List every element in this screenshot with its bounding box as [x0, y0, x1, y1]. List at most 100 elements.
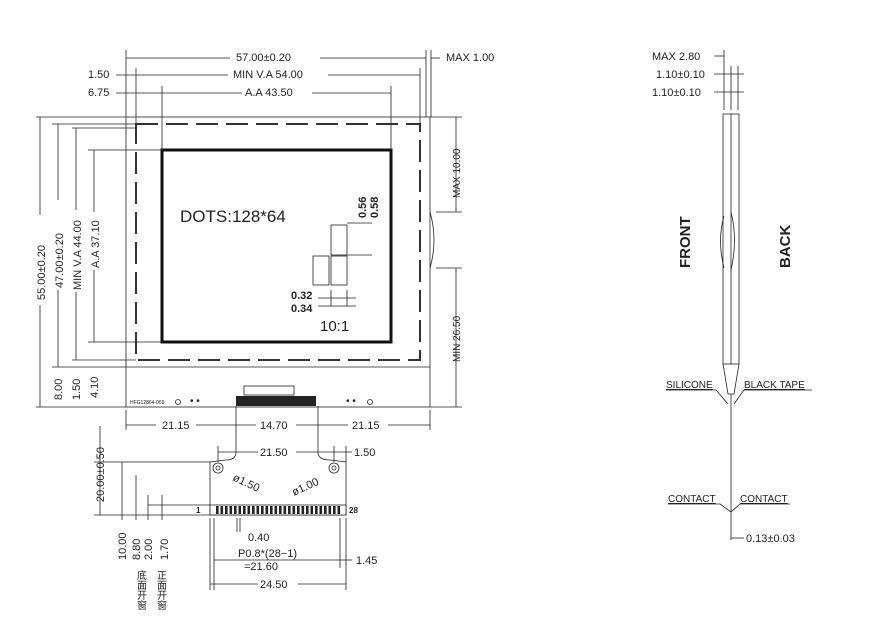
fpc-pin — [301, 506, 305, 514]
side-thickness: 0.13±0.03 — [746, 533, 795, 545]
fpc-pitch-formula: P0.8*(28−1) — [238, 548, 297, 560]
pixel-h1: 0.32 — [291, 290, 312, 302]
pin-first: 1 — [196, 506, 201, 515]
fpc-total-width: 24.50 — [260, 579, 288, 591]
fpc-note-back: 底面开窗 — [135, 569, 147, 611]
active-area — [160, 148, 393, 344]
fpc-pin — [333, 506, 336, 514]
fpc-h17: 1.70 — [159, 539, 171, 560]
dim-panel-height: 47.00±0.20 — [54, 233, 66, 288]
fpc-pin — [238, 506, 242, 514]
fpc-pin — [256, 506, 260, 514]
dim-bottom-15: 1.50 — [71, 379, 83, 400]
fpc-h10: 10.00 — [117, 532, 129, 560]
fpc-hole-2: ø1.00 — [290, 476, 321, 499]
contact-right-label: CONTACT — [740, 494, 788, 505]
dim-max-10: MAX 10.00 — [452, 148, 463, 198]
pixel-col-top — [330, 224, 348, 256]
side-t1: 1.10±0.10 — [656, 69, 705, 81]
fpc-pin — [265, 506, 269, 514]
fpc-pin — [220, 506, 224, 514]
contact-left-label: CONTACT — [668, 494, 716, 505]
pin-last: 28 — [349, 506, 358, 515]
fpc-pin — [315, 506, 318, 514]
pixel-w2: 0.58 — [369, 197, 381, 218]
fpc-hole-right — [328, 462, 340, 474]
pixel-left — [312, 255, 330, 286]
part-label: HFG12864-069 — [130, 400, 165, 406]
dim-active-area: A.A 43.50 — [245, 87, 293, 99]
dim-bottom-mid: 14.70 — [260, 420, 288, 432]
fpc-pitch-total: =21.60 — [244, 561, 278, 573]
fpc-hole-left — [212, 462, 224, 474]
mark-right — [367, 399, 373, 405]
fpc-pin-width: 0.40 — [248, 532, 269, 544]
fpc-pin — [229, 506, 233, 514]
fpc-pin — [319, 506, 323, 514]
fpc-pin — [328, 506, 332, 514]
fpc-pin — [292, 506, 296, 514]
fpc-pin — [225, 506, 228, 514]
fpc-pin — [270, 506, 273, 514]
fpc-pin — [234, 506, 237, 514]
dim-bottom-41: 4.10 — [89, 377, 101, 398]
side-t2: 1.10±0.10 — [652, 87, 701, 99]
fpc-tail: 1 28 21.50 1.50 ø1.50 ø1.00 0.40 P0.8*(2… — [94, 406, 377, 611]
fpc-pin — [216, 506, 219, 514]
fpc-pin — [274, 506, 278, 514]
fpc-pin-row — [216, 506, 341, 514]
dim-left-min-va: MIN V.A 44.00 — [72, 220, 84, 290]
fpc-hole-1: ø1.50 — [231, 472, 262, 495]
dim-max-thickness: MAX 1.00 — [446, 52, 494, 64]
front-view: HFG12864-069 • • • • DOTS:128*64 0.56 0.… — [32, 50, 494, 432]
fpc-note-front: 正面开窗 — [155, 570, 167, 611]
side-back-label: BACK — [777, 225, 794, 268]
dim-va-offset: 1.50 — [88, 69, 109, 81]
svg-text:• •: • • — [346, 396, 356, 407]
fpc-pin — [283, 506, 287, 514]
dim-height: 55.00±0.20 — [36, 245, 48, 300]
fpc-top-right: 1.50 — [354, 447, 375, 459]
silicone-label: SILICONE — [666, 380, 713, 391]
fpc-pin — [279, 506, 282, 514]
fpc-pin — [337, 506, 341, 514]
scale-label: 10:1 — [320, 318, 349, 335]
fpc-pin — [252, 506, 255, 514]
viewing-area — [135, 123, 421, 361]
edge-bump — [429, 211, 435, 269]
fpc-right-offset: 1.45 — [356, 555, 377, 567]
fpc-h20: 2.00 — [143, 539, 155, 560]
module-outline — [125, 116, 431, 408]
fpc-pin — [261, 506, 264, 514]
dim-overall-width: 57.00±0.20 — [236, 52, 291, 64]
dim-min-265: MIN 26.50 — [452, 315, 463, 362]
fpc-top-width: 21.50 — [260, 447, 288, 459]
dim-min-va: MIN V.A 54.00 — [233, 69, 303, 81]
fpc-pin — [324, 506, 327, 514]
fpc-pin — [247, 506, 251, 514]
fpc-pin — [243, 506, 246, 514]
side-max-280: MAX 2.80 — [652, 51, 700, 63]
dim-bottom-8: 8.00 — [53, 379, 65, 400]
pixel-w1: 0.56 — [357, 197, 369, 218]
side-view: MAX 2.80 1.10±0.10 1.10±0.10 FRONT BACK … — [652, 50, 812, 545]
mark-left — [175, 399, 181, 405]
dim-bottom-right: 21.15 — [352, 420, 380, 432]
black-tape-label: BLACK TAPE — [744, 380, 805, 391]
svg-text:• •: • • — [190, 396, 200, 407]
fpc-left-height: 20.00±0.50 — [95, 447, 107, 502]
fpc-contact-row — [236, 396, 316, 406]
fpc-h88: 8.80 — [131, 539, 143, 560]
side-front-label: FRONT — [677, 216, 694, 268]
fpc-pin — [288, 506, 291, 514]
fpc-pin — [310, 506, 314, 514]
pixel-right — [330, 255, 348, 286]
fpc-outlet — [243, 385, 295, 396]
fpc-pin — [297, 506, 300, 514]
fpc-pin — [306, 506, 309, 514]
dots-label: DOTS:128*64 — [180, 207, 286, 226]
dim-left-aa: A.A 37.10 — [90, 220, 102, 268]
pixel-h2: 0.34 — [291, 303, 313, 315]
dim-bottom-left: 21.15 — [162, 420, 190, 432]
